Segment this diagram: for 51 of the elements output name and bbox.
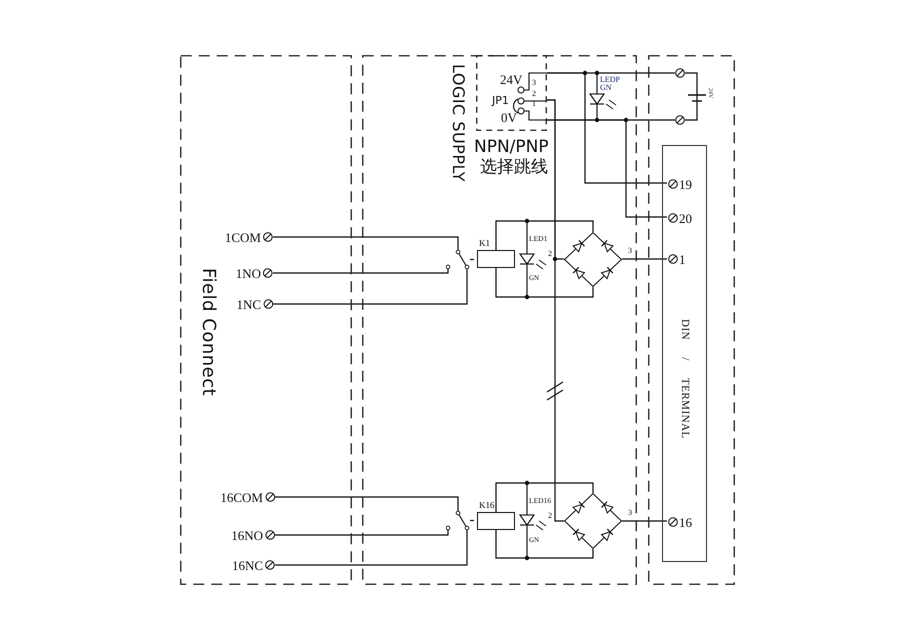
wire bbox=[495, 268, 594, 298]
wire bbox=[273, 236, 459, 249]
wire bbox=[547, 119, 667, 218]
terminal-label: 16NO bbox=[231, 528, 263, 542]
dashed-panel bbox=[648, 55, 735, 585]
wire bbox=[495, 530, 594, 559]
wire bbox=[622, 520, 667, 522]
text-label: LEDP bbox=[600, 76, 620, 84]
wire bbox=[275, 531, 449, 536]
terminal-label: 19 bbox=[679, 178, 692, 190]
jumper-box bbox=[476, 55, 547, 131]
wire bbox=[495, 482, 594, 512]
wire bbox=[622, 258, 667, 260]
terminal-label: 1COM bbox=[224, 230, 261, 244]
wire bbox=[470, 520, 477, 522]
wire bbox=[470, 258, 477, 260]
panel-title: LOGIC SUPPLY bbox=[450, 64, 466, 182]
pin-label: 2 bbox=[532, 90, 536, 98]
edge-label: 3 bbox=[628, 247, 632, 255]
terminal-label: 1NO bbox=[236, 266, 261, 280]
pin-label: 0V bbox=[501, 111, 517, 124]
text-label: 2 bbox=[548, 512, 552, 520]
pin-label: 3 bbox=[532, 79, 536, 87]
wire bbox=[273, 270, 468, 305]
wire bbox=[685, 72, 698, 121]
text-label: NPN/PNP bbox=[474, 139, 549, 156]
panel-title: Field Connect bbox=[199, 268, 217, 396]
terminal-label: 1 bbox=[679, 252, 686, 266]
wire bbox=[547, 72, 667, 184]
text-label: 选择跳线 bbox=[480, 159, 548, 176]
pin-label: JP1 bbox=[492, 95, 509, 106]
terminal-label: 16COM bbox=[220, 490, 263, 504]
terminal-block bbox=[662, 145, 707, 562]
wire bbox=[495, 220, 594, 250]
terminal-label: 16 bbox=[679, 516, 692, 528]
block-title: DIN / TERMINAL bbox=[679, 319, 690, 439]
wire bbox=[273, 270, 449, 274]
terminal-label: 1NC bbox=[236, 298, 261, 310]
edge-label: 3 bbox=[628, 509, 632, 517]
text-label: GN bbox=[600, 84, 612, 92]
pin-label: 24V bbox=[500, 73, 522, 86]
wire bbox=[275, 496, 459, 510]
wire bbox=[275, 531, 468, 566]
dashed-panel bbox=[362, 55, 637, 585]
text-label: 2 bbox=[548, 250, 552, 258]
terminal-label: 16NC bbox=[232, 558, 263, 572]
wire bbox=[547, 99, 564, 522]
relay-label: K1 bbox=[479, 239, 490, 248]
dashed-panel bbox=[180, 55, 352, 585]
terminal-label: 20 bbox=[679, 212, 692, 224]
relay-label: K16 bbox=[479, 501, 494, 510]
